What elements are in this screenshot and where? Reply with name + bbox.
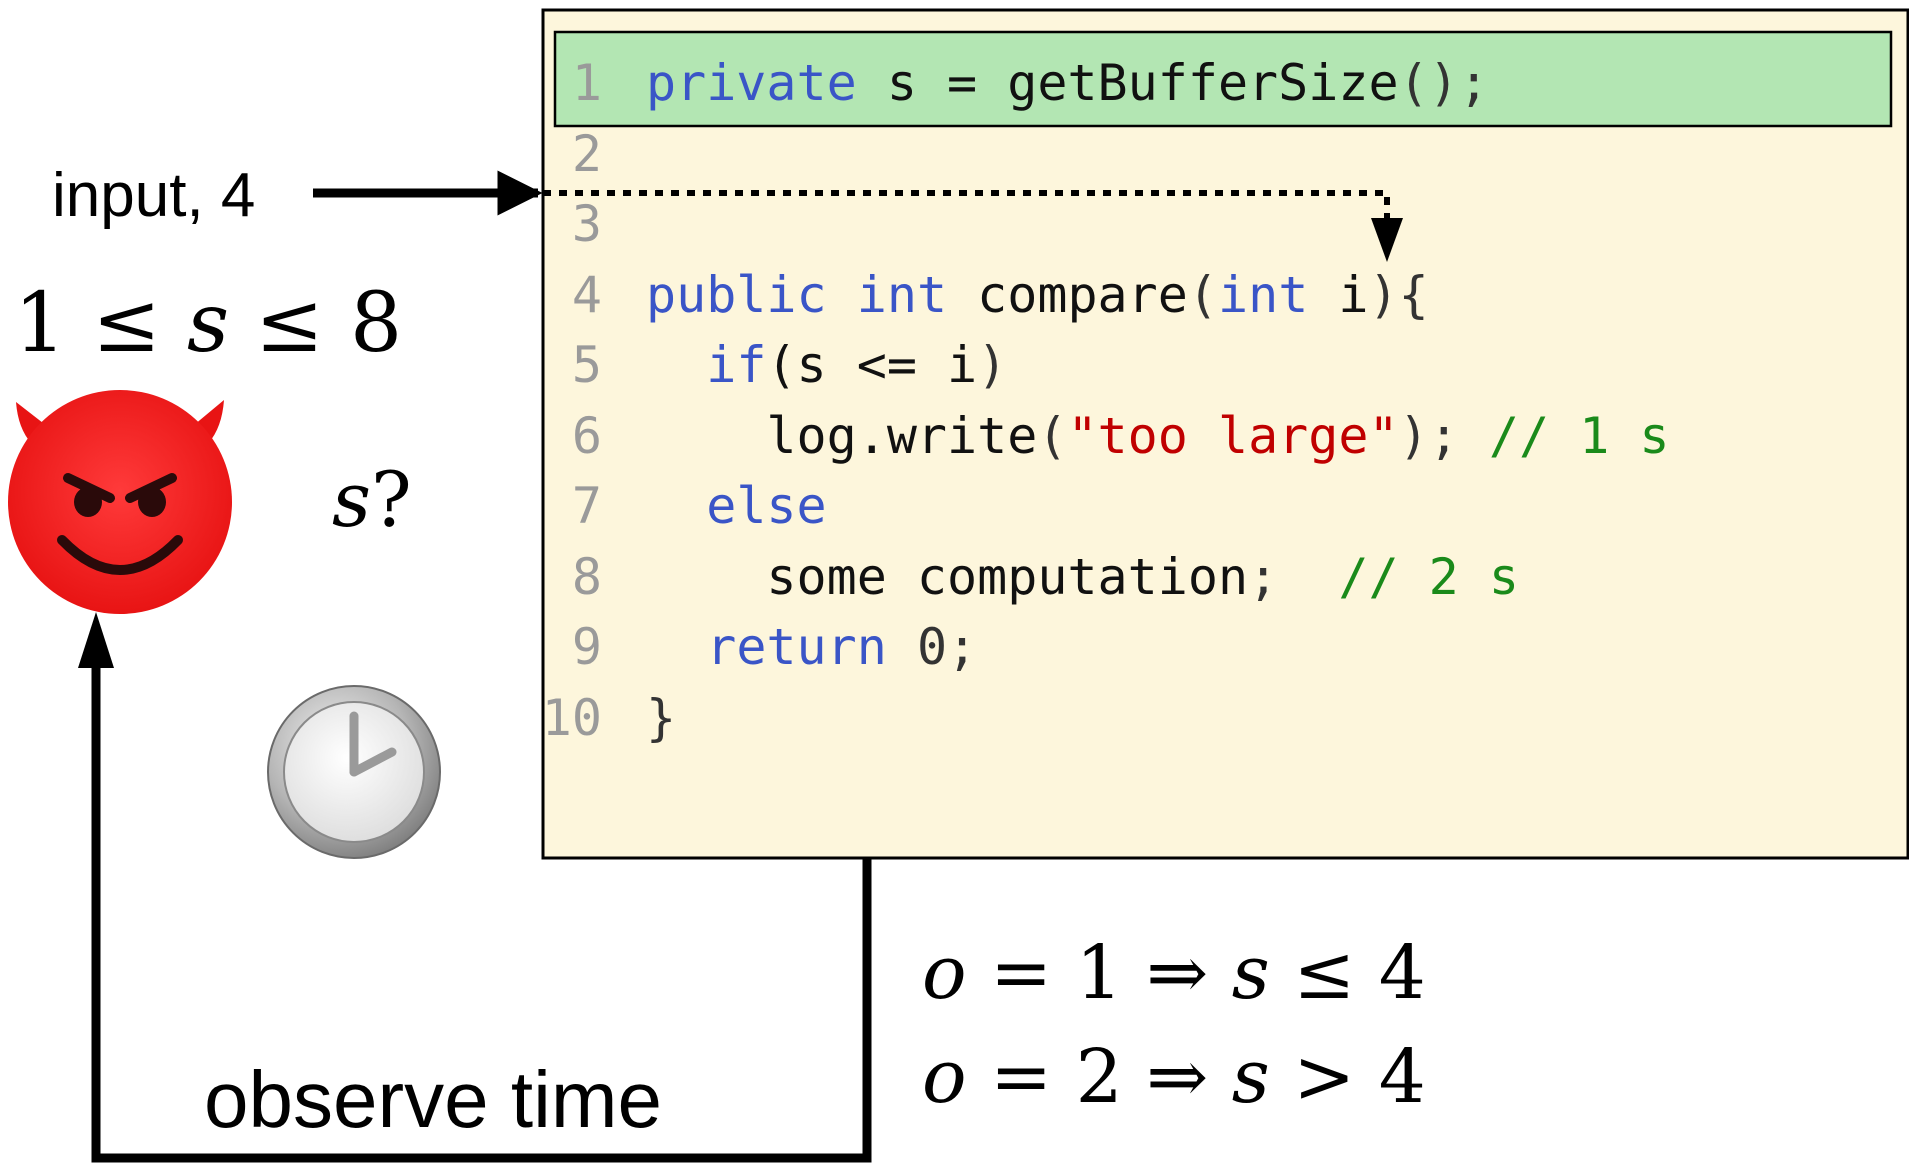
code-token: ( bbox=[1037, 406, 1068, 465]
code-token: (s <= i bbox=[766, 336, 978, 394]
code-text: some computation; // 2 s bbox=[646, 542, 1519, 612]
code-text: else bbox=[646, 471, 827, 541]
code-token: some computation bbox=[646, 547, 1249, 606]
highlighted-line bbox=[553, 30, 1893, 128]
observation-s: s bbox=[1231, 930, 1270, 1016]
line-number: 1 bbox=[571, 54, 602, 112]
line-number: 4 bbox=[571, 265, 602, 324]
code-token: ); bbox=[1398, 406, 1489, 465]
code-token: private bbox=[646, 54, 857, 112]
code-token: compare bbox=[947, 265, 1188, 324]
code-text: return 0; bbox=[646, 612, 977, 682]
observe-time-arrowhead bbox=[78, 612, 114, 668]
unknown-label: s? bbox=[332, 455, 412, 544]
constraint-lhs: 1 ≤ bbox=[14, 276, 188, 371]
code-token bbox=[646, 477, 706, 535]
code-text: log.write("too large"); // 1 s bbox=[646, 401, 1670, 471]
observation-o: o bbox=[922, 930, 967, 1016]
code-token: (); bbox=[1398, 54, 1489, 112]
code-panel bbox=[541, 8, 1909, 860]
clock-icon bbox=[267, 685, 441, 859]
observation-relation: > 4 bbox=[1269, 1034, 1426, 1120]
code-token bbox=[646, 336, 706, 394]
code-token: if bbox=[706, 336, 767, 394]
code-token: ( bbox=[1187, 265, 1218, 324]
observation-implies: = 1 ⇒ bbox=[966, 930, 1232, 1016]
code-token: i bbox=[1308, 265, 1369, 324]
observe-time-arrow bbox=[91, 648, 872, 1163]
line-number: 6 bbox=[571, 406, 602, 465]
code-token: int bbox=[856, 265, 948, 324]
code-token: } bbox=[646, 688, 677, 747]
line-number: 7 bbox=[571, 477, 602, 535]
line-number: 9 bbox=[571, 618, 602, 676]
observation-o: o bbox=[922, 1034, 967, 1120]
code-token: "too large" bbox=[1067, 406, 1399, 465]
code-text: private s = getBufferSize(); bbox=[646, 48, 1489, 118]
code-token: ){ bbox=[1368, 265, 1429, 324]
observation-line: o = 1 ⇒ s ≤ 4 bbox=[922, 930, 1426, 1016]
observation-s: s bbox=[1231, 1034, 1270, 1120]
code-token: // 2 s bbox=[1338, 547, 1519, 606]
code-text: public int compare(int i){ bbox=[646, 260, 1429, 330]
constraint-rhs: ≤ 8 bbox=[229, 276, 403, 371]
constraint-var: s bbox=[187, 276, 230, 371]
unknown-mark: ? bbox=[371, 455, 412, 544]
observe-time-label: observe time bbox=[204, 1055, 662, 1144]
code-token: log.write bbox=[646, 406, 1038, 465]
line-number: 3 bbox=[571, 195, 602, 253]
line-number: 5 bbox=[571, 336, 602, 394]
line-number: 2 bbox=[571, 124, 602, 183]
code-token: ) bbox=[977, 336, 1008, 394]
code-text: if(s <= i) bbox=[646, 330, 1007, 400]
observation-relation: ≤ 4 bbox=[1269, 930, 1426, 1016]
code-token: s = getBufferSize bbox=[856, 54, 1399, 112]
code-token bbox=[827, 266, 857, 324]
code-token: public bbox=[646, 265, 827, 324]
line-number: 10 bbox=[541, 688, 602, 747]
constraint-label: 1 ≤ s ≤ 8 bbox=[14, 276, 402, 371]
unknown-var: s bbox=[332, 455, 372, 544]
code-token bbox=[646, 618, 706, 676]
code-text: } bbox=[646, 683, 676, 753]
devil-face-icon bbox=[8, 390, 232, 614]
code-token: int bbox=[1217, 265, 1309, 324]
code-token: 0; bbox=[886, 618, 978, 676]
code-token: else bbox=[706, 477, 827, 535]
code-token: ; bbox=[1248, 547, 1339, 606]
code-token: // 1 s bbox=[1488, 406, 1670, 465]
observation-implies: = 2 ⇒ bbox=[966, 1034, 1232, 1120]
input-label: input, 4 bbox=[52, 161, 256, 230]
line-number: 8 bbox=[571, 547, 602, 606]
code-token: return bbox=[706, 618, 887, 676]
observation-line: o = 2 ⇒ s > 4 bbox=[922, 1034, 1426, 1120]
dotted-arrow-head bbox=[1371, 218, 1403, 262]
